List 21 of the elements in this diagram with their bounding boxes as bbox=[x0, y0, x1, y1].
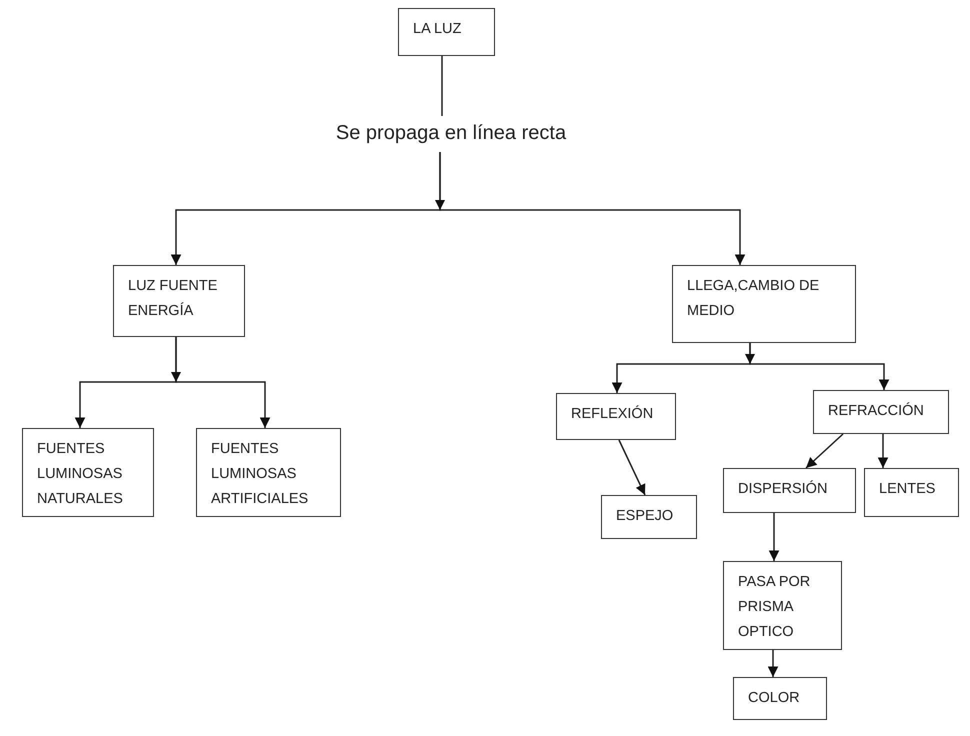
arrow bbox=[439, 152, 746, 265]
concept-box: LA LUZ bbox=[398, 8, 495, 56]
arrow bbox=[806, 433, 844, 469]
concept-box: PASA POR PRISMA OPTICO bbox=[723, 561, 842, 650]
arrow bbox=[878, 434, 888, 468]
concept-box: ESPEJO bbox=[601, 495, 697, 539]
concept-box: REFRACCIÓN bbox=[813, 390, 949, 434]
arrow bbox=[175, 337, 270, 428]
concept-box: FUENTES LUMINOSAS ARTIFICIALES bbox=[196, 428, 341, 517]
arrow bbox=[749, 343, 890, 390]
connector-text: Se propaga en línea recta bbox=[318, 116, 584, 152]
concept-box: FUENTES LUMINOSAS NATURALES bbox=[22, 428, 154, 517]
arrow bbox=[768, 650, 778, 677]
arrow bbox=[768, 513, 780, 561]
concept-box: LUZ FUENTE ENERGÍA bbox=[113, 265, 245, 337]
concept-box: COLOR bbox=[733, 677, 827, 720]
concept-box: REFLEXIÓN bbox=[556, 393, 676, 440]
arrow bbox=[618, 440, 646, 496]
concept-box: DISPERSIÓN bbox=[723, 468, 856, 513]
concept-box: LENTES bbox=[864, 468, 959, 517]
concept-box: LLEGA,CAMBIO DE MEDIO bbox=[672, 265, 856, 343]
